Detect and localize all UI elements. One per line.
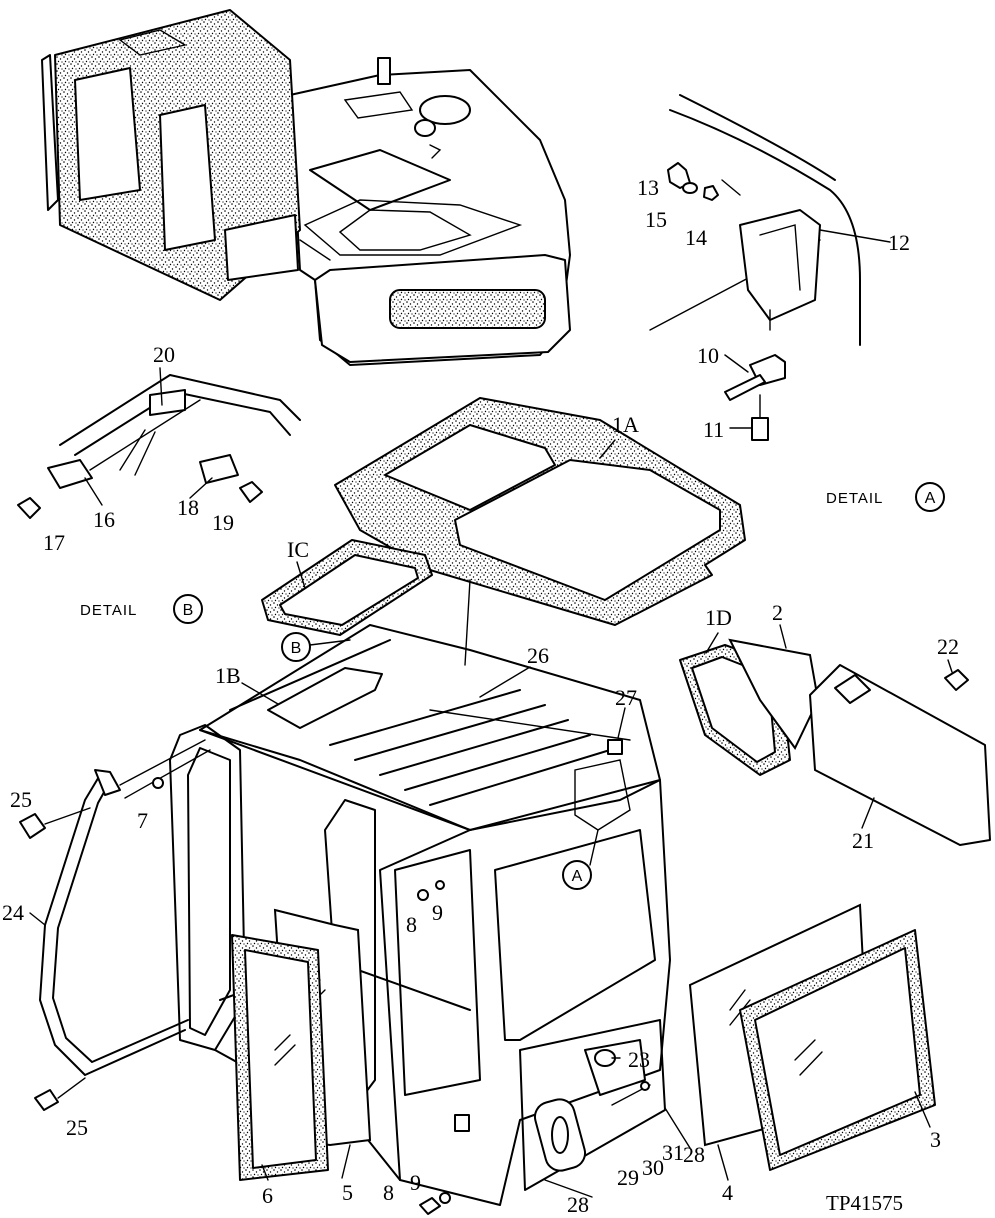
label-28-right: 28 [683, 1142, 705, 1167]
label-16: 16 [93, 507, 115, 532]
label-13: 13 [637, 175, 659, 200]
label-5: 5 [342, 1180, 353, 1205]
label-20: 20 [153, 342, 175, 367]
label-26: 26 [527, 643, 549, 668]
mark-a-letter: A [572, 868, 583, 885]
label-25-lower: 25 [66, 1115, 88, 1140]
label-9-upper: 9 [432, 900, 443, 925]
label-8-upper: 8 [406, 912, 417, 937]
label-12: 12 [888, 230, 910, 255]
label-22: 22 [937, 634, 959, 659]
label-17: 17 [43, 530, 65, 555]
label-11: 11 [703, 417, 724, 442]
label-6: 6 [262, 1183, 273, 1208]
mark-a-on-cab: A [562, 860, 592, 890]
label-8-lower: 8 [383, 1180, 394, 1205]
roof-liner-1a [334, 397, 746, 626]
label-29: 29 [617, 1165, 639, 1190]
label-31: 31 [662, 1140, 684, 1165]
side-window-5-6 [231, 908, 372, 1181]
label-25-upper: 25 [10, 787, 32, 812]
label-1a: 1A [612, 412, 639, 437]
mark-b-letter: B [291, 640, 302, 657]
label-23: 23 [628, 1047, 650, 1072]
detail-b-label: DETAIL [80, 602, 137, 619]
rear-window-1d-2-21 [679, 638, 991, 846]
label-27: 27 [615, 685, 637, 710]
label-9-lower: 9 [410, 1170, 421, 1195]
handrail-24 [19, 739, 211, 1111]
detail-a-callout: DETAIL A [826, 482, 945, 512]
leader-lines [29, 229, 953, 1198]
detail-b-circle [173, 594, 203, 624]
drawing-id: TP41575 [826, 1191, 903, 1215]
label-1c: IC [287, 537, 309, 562]
label-30: 30 [642, 1155, 664, 1180]
detail-a-circle [915, 482, 945, 512]
detail-a-label: DETAIL [826, 490, 883, 507]
label-2: 2 [772, 600, 783, 625]
label-18: 18 [177, 495, 199, 520]
cab-frame [169, 624, 671, 1215]
label-15: 15 [645, 207, 667, 232]
label-4: 4 [722, 1180, 733, 1205]
mark-b-on-cab: B [281, 632, 351, 662]
label-1b: 1B [215, 663, 241, 688]
label-21: 21 [852, 828, 874, 853]
detail-b [17, 374, 301, 519]
detail-a-letter: A [925, 490, 936, 507]
label-10: 10 [697, 343, 719, 368]
label-3: 3 [930, 1127, 941, 1152]
front-window-3-4 [688, 903, 936, 1171]
label-19: 19 [212, 510, 234, 535]
detail-b-callout: DETAIL B [80, 594, 203, 624]
detail-a [649, 94, 861, 441]
label-1d: 1D [705, 605, 732, 630]
label-28-bottom: 28 [567, 1192, 589, 1217]
part-labels: 1A 1B IC 1D 2 3 4 5 6 7 8 8 9 9 10 11 12… [2, 175, 959, 1217]
detail-b-letter: B [183, 602, 194, 619]
label-14: 14 [685, 225, 707, 250]
label-24: 24 [2, 900, 24, 925]
skylight-seal-1c [261, 539, 433, 636]
machine-overview [41, 9, 571, 366]
label-7: 7 [137, 808, 148, 833]
